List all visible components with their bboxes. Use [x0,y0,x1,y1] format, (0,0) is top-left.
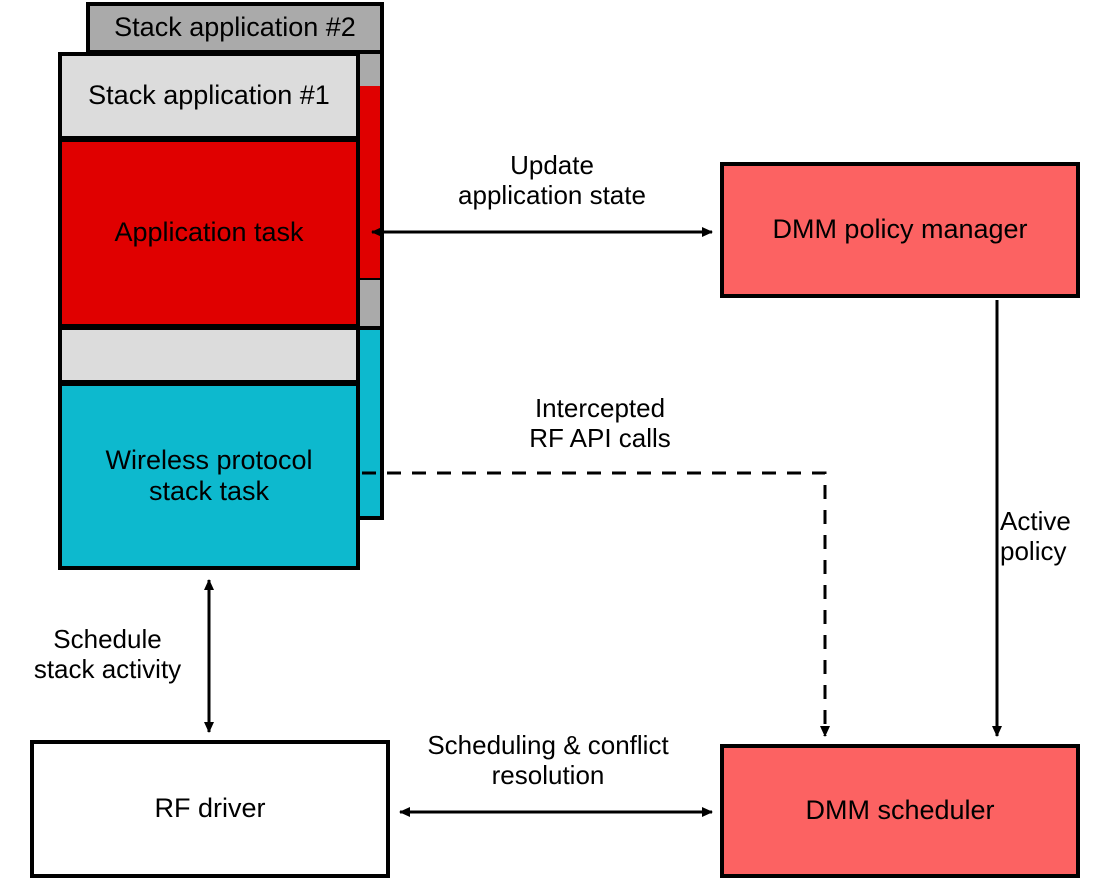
label-conflict-line1: Scheduling & conflict [427,730,669,760]
label-conflict-line2: resolution [491,760,605,791]
edge-intercepted-rf-api-calls [362,471,830,737]
label-active-line2: policy [1000,536,1067,567]
dmm-policy-manager-box: DMM policy manager [720,162,1080,298]
label-active-policy: Active policy [1000,506,1100,566]
stack-card-back-title: Stack application #2 [86,2,384,54]
label-schedule-stack-activity: Schedule stack activity [10,624,205,684]
stack-card-front-title: Stack application #1 [58,52,360,140]
label-active-line1: Active [1000,506,1071,536]
label-intercepted-line1: Intercepted [534,393,666,423]
stack-card-front-gap-band [58,326,360,384]
dmm-scheduler-box: DMM scheduler [720,744,1080,878]
wireless-stack-label: Wireless protocol stack task [105,445,312,507]
label-update-line2: application state [458,180,646,211]
wireless-protocol-stack-task-box: Wireless protocol stack task [58,382,360,570]
rf-driver-box: RF driver [30,740,390,878]
label-update-application-state: Update application state [392,150,712,210]
label-scheduling-conflict-resolution: Scheduling & conflict resolution [388,730,708,790]
label-intercepted-rf-api-calls: Intercepted RF API calls [400,393,800,453]
label-intercepted-line2: RF API calls [529,423,671,454]
label-update-line1: Update [510,150,594,180]
label-schedule-line1: Schedule [53,624,162,654]
wireless-stack-line1: Wireless protocol [105,444,313,475]
label-schedule-line2: stack activity [33,654,182,685]
wireless-stack-line2: stack task [148,476,270,506]
application-task-box: Application task [58,138,360,328]
